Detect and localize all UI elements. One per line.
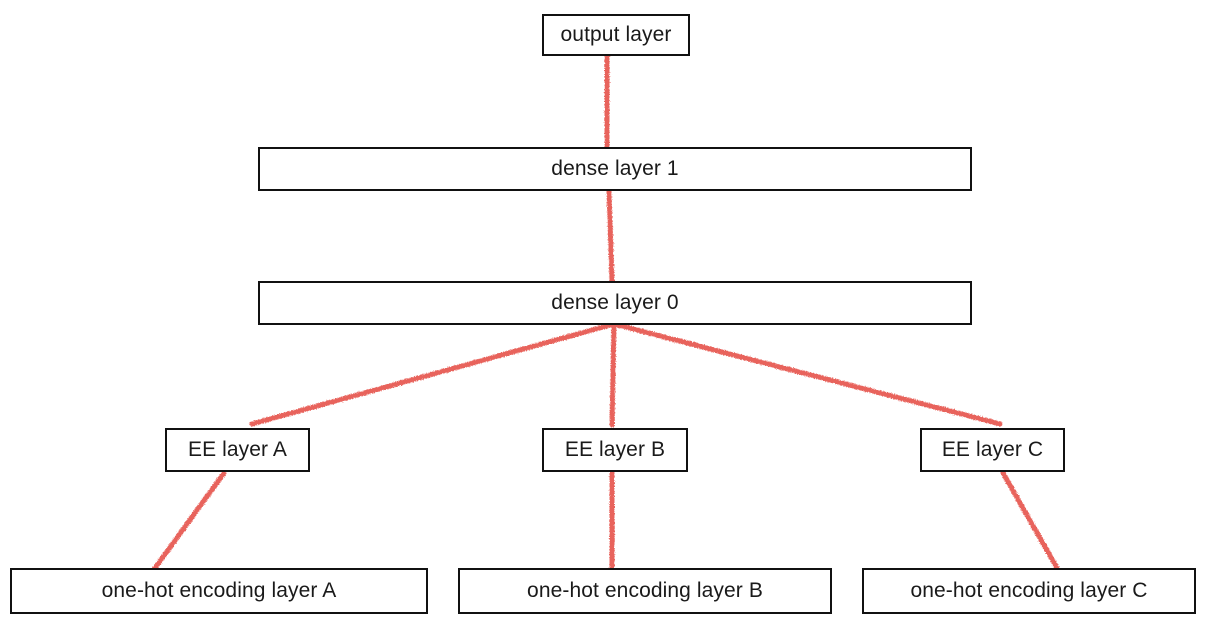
node-ee-layer-b[interactable]: EE layer B [542,428,688,472]
node-one-hot-encoding-layer-b[interactable]: one-hot encoding layer B [458,568,832,614]
node-dense-layer-1[interactable]: dense layer 1 [258,147,972,191]
node-dense-layer-0[interactable]: dense layer 0 [258,281,972,325]
node-ee-layer-a[interactable]: EE layer A [165,428,310,472]
edge-ee-c-one-hot-c [1000,470,1060,571]
node-label: EE layer B [564,437,666,461]
node-ee-layer-c[interactable]: EE layer C [920,428,1065,472]
node-label: EE layer A [187,437,288,461]
edge-dense0-ee-c [611,321,1003,427]
node-one-hot-encoding-layer-a[interactable]: one-hot encoding layer A [10,568,428,614]
node-label: one-hot encoding layer B [527,578,763,602]
node-output-layer[interactable]: output layer [542,14,690,56]
edge-dense0-ee-b [609,321,617,428]
node-label: dense layer 1 [551,156,679,180]
node-label: dense layer 0 [551,290,679,314]
node-label: one-hot encoding layer C [910,578,1148,602]
edge-ee-a-one-hot-a [152,470,227,571]
edge-dense0-dense1 [606,188,615,284]
node-label: output layer [560,22,672,46]
node-one-hot-encoding-layer-c[interactable]: one-hot encoding layer C [862,568,1196,614]
edge-dense0-ee-a [249,321,617,427]
node-label: one-hot encoding layer A [101,578,337,602]
node-label: EE layer C [941,437,1044,461]
